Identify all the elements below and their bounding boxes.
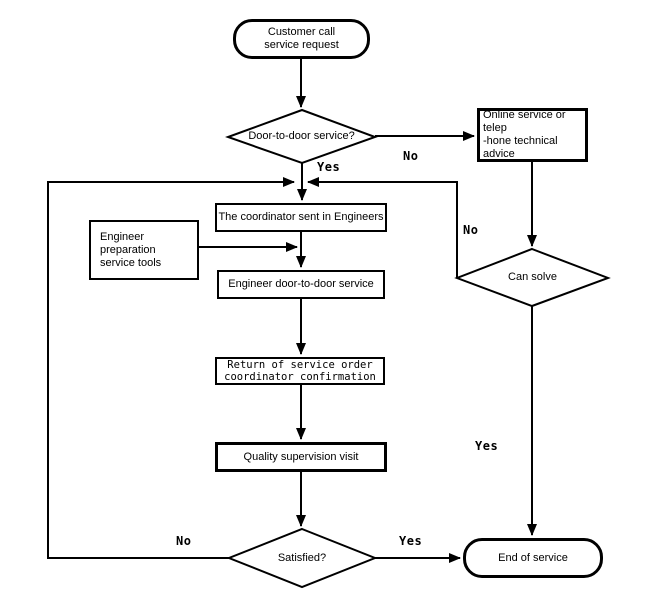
edge-label-satisfied-no: No xyxy=(176,534,192,548)
edge-label-door-yes: Yes xyxy=(317,160,341,174)
node-return-service-order: Return of service order coordinator conf… xyxy=(215,357,385,385)
satisfied-diamond xyxy=(226,527,378,589)
edge-label-cansolve-yes: Yes xyxy=(475,439,499,453)
node-coordinator-dispatch: The coordinator sent in Engineers xyxy=(215,203,387,232)
node-engineer-door-to-door: Engineer door-to-door service xyxy=(217,270,385,299)
edge-cansolve-no-loop xyxy=(307,177,458,278)
edge-label-satisfied-yes: Yes xyxy=(399,534,423,548)
node-quality-supervision: Quality supervision visit xyxy=(215,442,387,472)
node-online-service: Online service or telep -hone technical … xyxy=(477,108,588,162)
door-decision-diamond xyxy=(225,108,378,165)
node-start-terminator: Customer call service request xyxy=(233,19,370,59)
edge-label-door-no: No xyxy=(403,149,419,163)
edge-satisfied-no-loop xyxy=(47,177,295,559)
node-end-terminator: End of service xyxy=(463,538,603,578)
edge-label-cansolve-no: No xyxy=(463,223,479,237)
can-solve-diamond xyxy=(454,247,611,308)
node-engineer-preparation: Engineer preparation service tools xyxy=(89,220,199,280)
